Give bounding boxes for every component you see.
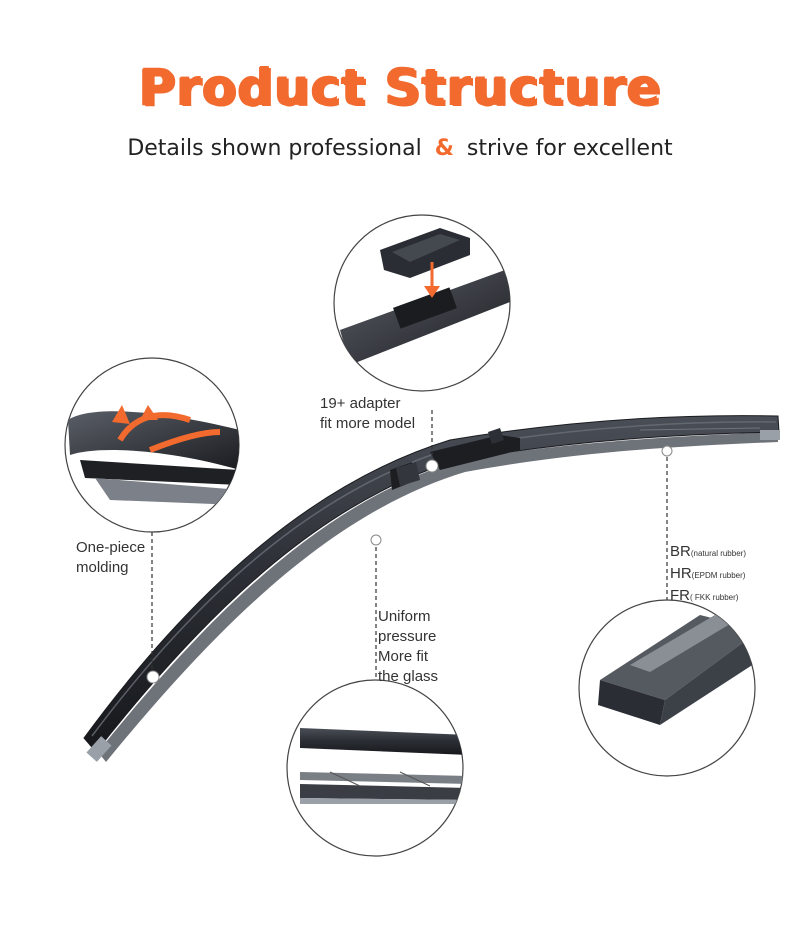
pressure-callout-line2: pressure: [378, 628, 437, 645]
molding-callout-line1: One-piece: [76, 539, 146, 556]
rubber-type-hr: HR(EPDM rubber): [670, 565, 746, 582]
page-subtitle: Details shown professional & strive for …: [0, 136, 800, 161]
pressure-callout-line3: More fit: [378, 648, 429, 665]
wiper-blade: [83, 415, 780, 762]
pressure-callout-line1: Uniform: [378, 608, 431, 625]
subtitle-after: strive for excellent: [466, 136, 673, 161]
rubber-type-br: BR(natural rubber): [670, 543, 746, 560]
subtitle-before: Details shown professional: [127, 136, 422, 161]
molding-detail-circle: [64, 357, 240, 533]
molding-callout: One-piece molding: [76, 538, 145, 578]
adapter-callout: 19+ adapter fit more model: [320, 394, 415, 434]
rubber-callout: BR(natural rubber) HR(EPDM rubber) FR( F…: [670, 542, 746, 608]
rubber-type-fr: FR( FKK rubber): [670, 587, 739, 604]
pressure-callout-line4: the glass: [378, 668, 439, 685]
adapter-callout-line2: fit more model: [320, 415, 416, 432]
subtitle-ampersand: &: [434, 136, 454, 161]
adapter-detail-circle: [333, 214, 511, 392]
pressure-callout: Uniform pressure More fit the glass: [378, 607, 438, 687]
page-title: Product Structure: [138, 58, 662, 116]
pressure-detail-circle: [286, 679, 464, 857]
molding-callout-line2: molding: [76, 559, 129, 576]
adapter-callout-line1: 19+ adapter: [320, 395, 401, 412]
leader-lines: [151, 410, 668, 682]
rubber-detail-circle: [578, 599, 756, 777]
callout-dots: [146, 445, 673, 684]
